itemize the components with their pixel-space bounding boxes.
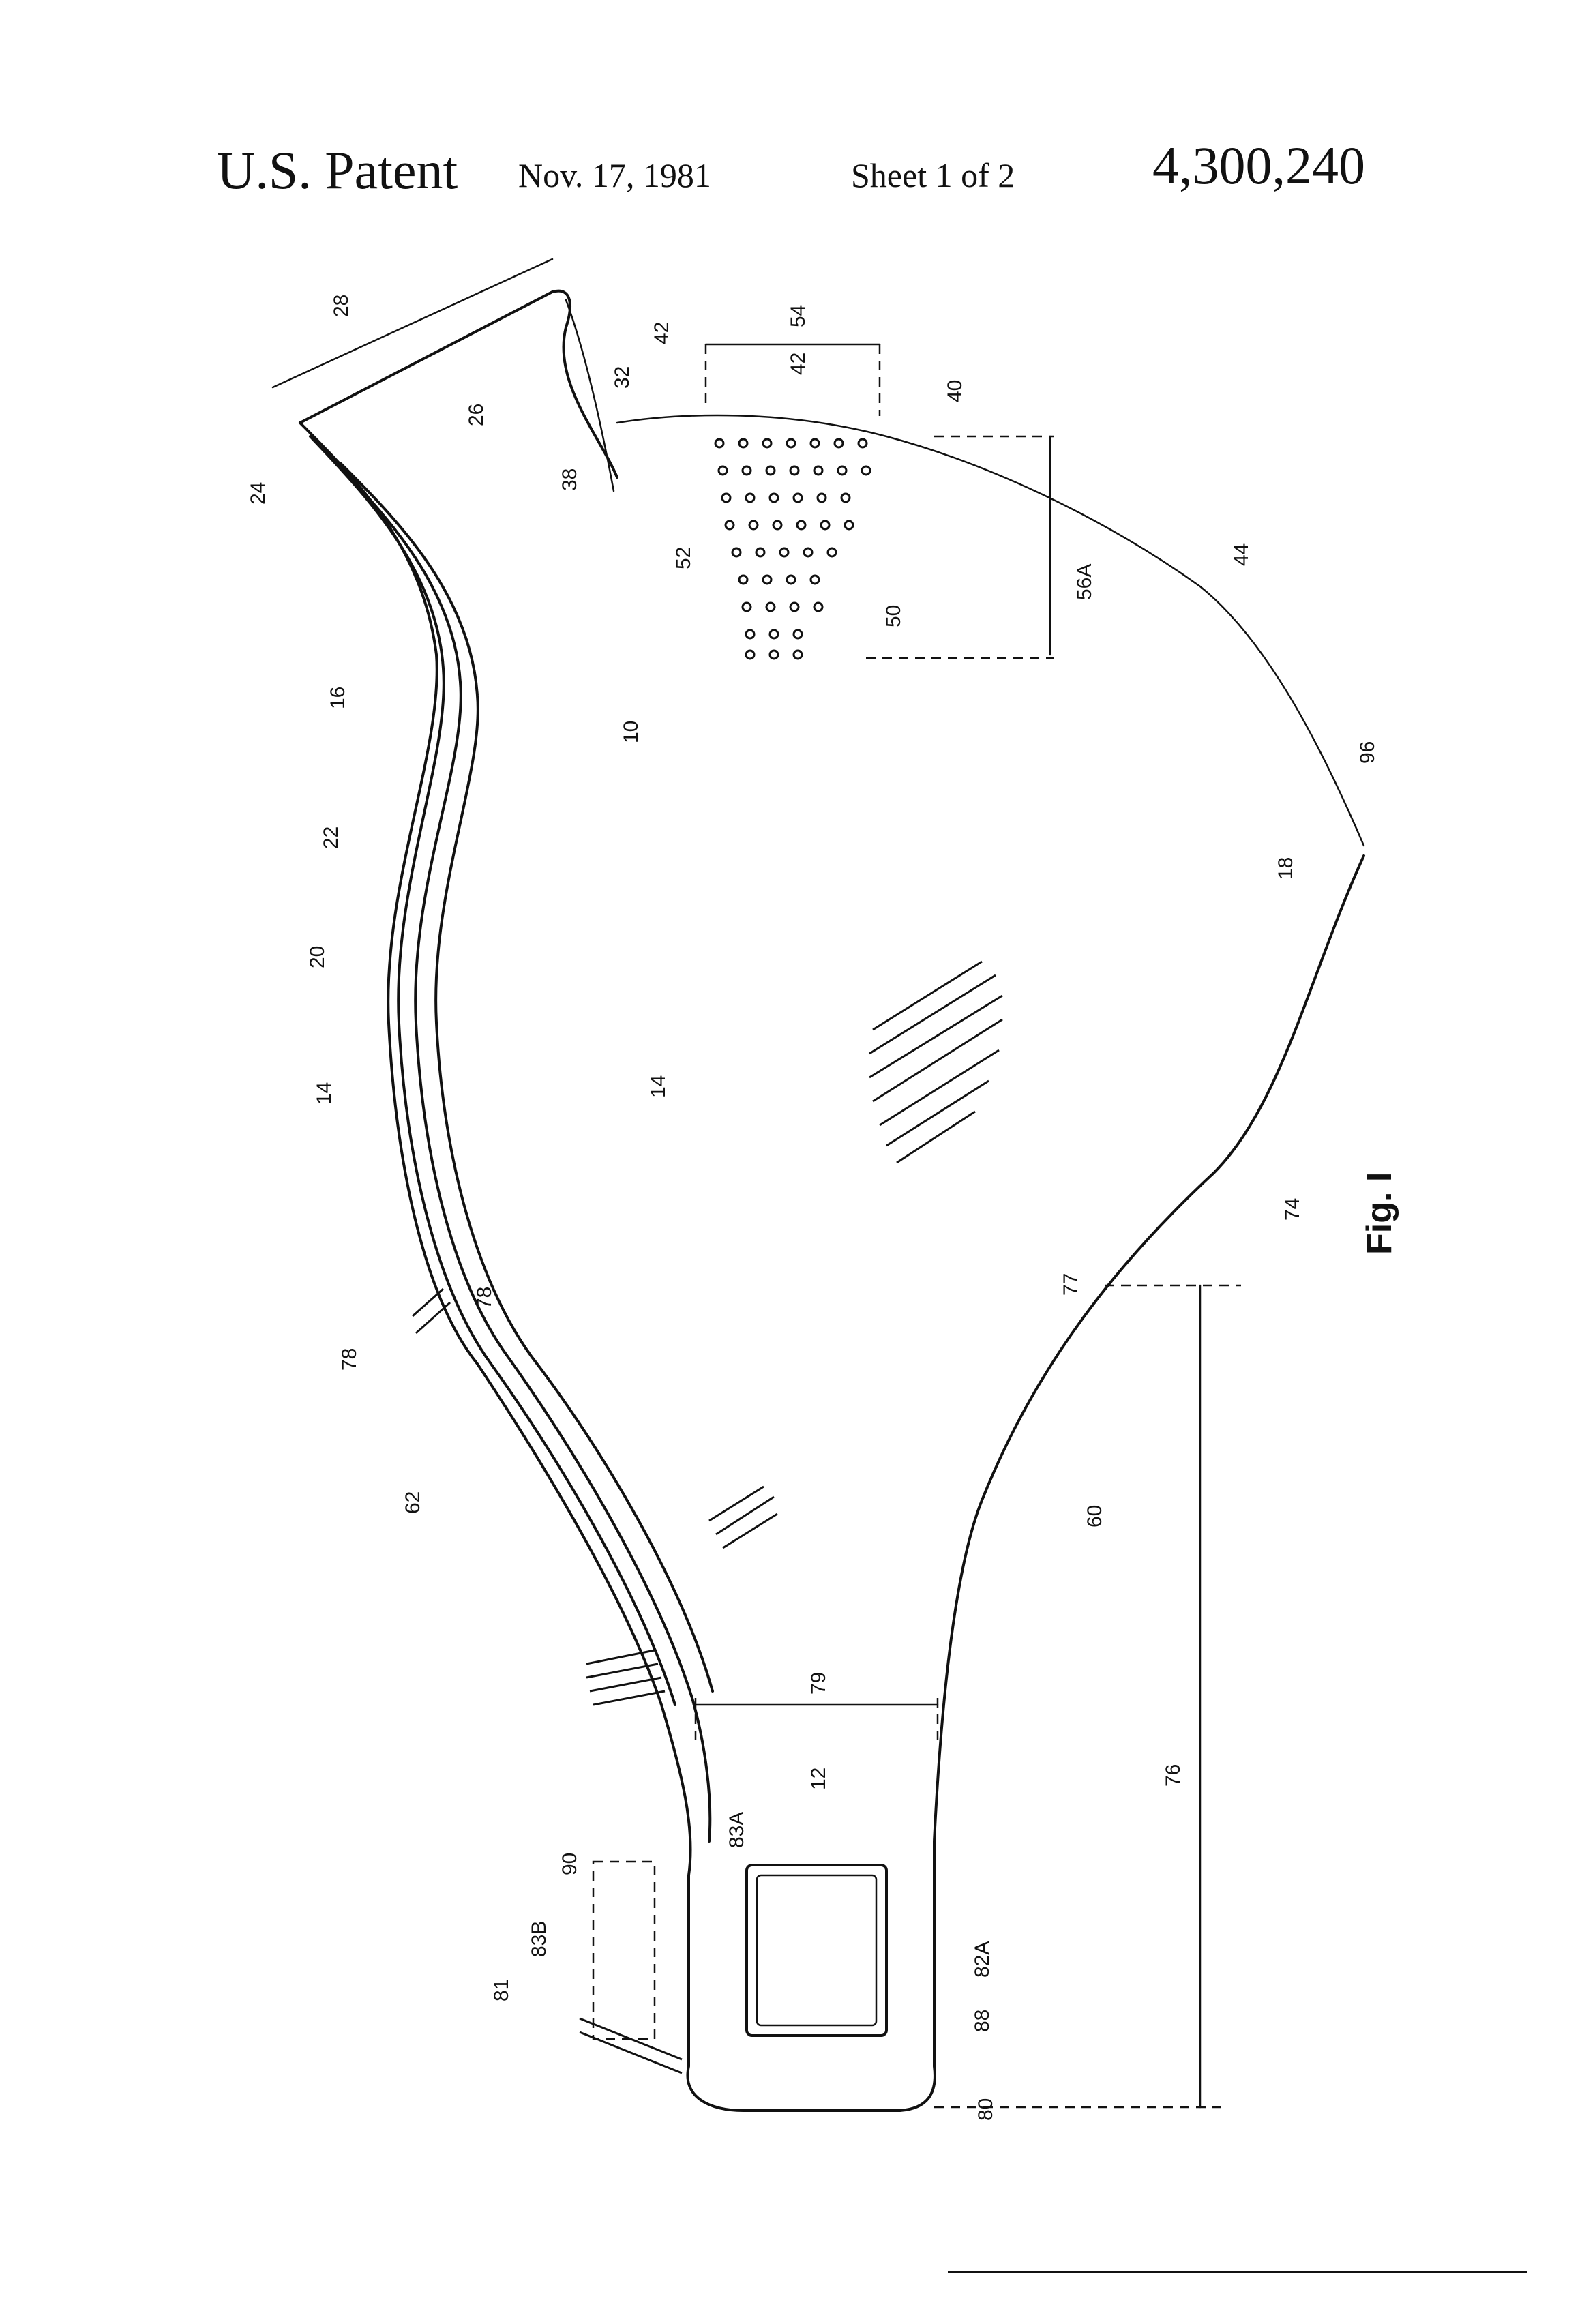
elastic-band-inner xyxy=(323,449,712,1843)
ref-62: 62 xyxy=(402,1491,424,1514)
ref-60: 60 xyxy=(1084,1505,1106,1528)
ref-38: 38 xyxy=(558,468,581,491)
serrated-edge xyxy=(616,414,1365,847)
ref-42b: 42 xyxy=(787,353,809,375)
hatch-band xyxy=(412,1287,683,2074)
ref-56a: 56A xyxy=(1073,564,1096,600)
ref-76: 76 xyxy=(1162,1764,1184,1787)
ref-18: 18 xyxy=(1274,857,1297,880)
patent-date: Nov. 17, 1981 xyxy=(518,156,711,194)
ref-26: 26 xyxy=(465,404,488,426)
diaper-outline xyxy=(299,421,1365,2112)
ref-52: 52 xyxy=(672,547,695,569)
dim-28 xyxy=(271,258,554,389)
hatch-center xyxy=(869,960,1003,1164)
ref-74: 74 xyxy=(1281,1198,1304,1221)
ref-32: 32 xyxy=(611,366,633,389)
ref-79: 79 xyxy=(807,1672,830,1695)
flap-edge xyxy=(565,299,615,492)
fastener-tab-inner xyxy=(756,1874,878,2027)
ref-96: 96 xyxy=(1356,741,1379,764)
ref-83b: 83B xyxy=(528,1921,550,1957)
ref-88: 88 xyxy=(971,2010,994,2032)
ref-82a: 82A xyxy=(971,1941,994,1978)
ref-40: 40 xyxy=(944,380,966,402)
ref-90: 90 xyxy=(558,1853,581,1875)
ref-10: 10 xyxy=(620,721,642,743)
patent-title: U.S. Patent xyxy=(217,140,458,200)
ref-14a: 14 xyxy=(313,1082,335,1105)
tape-tab-90 xyxy=(592,1860,656,2040)
ref-78b: 78 xyxy=(473,1287,496,1309)
perforation-pattern xyxy=(714,438,871,660)
patent-number: 4,300,240 xyxy=(1152,136,1365,195)
hatch-lower xyxy=(708,1485,778,1549)
ref-78a: 78 xyxy=(338,1348,361,1371)
ref-12: 12 xyxy=(807,1768,830,1790)
inner-edge xyxy=(340,462,714,1693)
ref-24: 24 xyxy=(247,482,269,505)
ref-22: 22 xyxy=(320,826,342,849)
waist-edge xyxy=(299,289,618,479)
ref-83a: 83A xyxy=(726,1812,748,1848)
fastener-tab xyxy=(745,1864,888,2037)
ref-77: 77 xyxy=(1060,1273,1082,1296)
ref-54: 54 xyxy=(787,305,809,327)
figure-label: Fig. I xyxy=(1360,1172,1399,1255)
ref-80: 80 xyxy=(974,2098,997,2121)
ref-42a: 42 xyxy=(651,322,673,344)
ref-20: 20 xyxy=(306,946,329,968)
ref-44: 44 xyxy=(1230,543,1253,566)
elastic-band-outer xyxy=(309,435,676,1706)
ref-50: 50 xyxy=(882,605,905,627)
sheet-number: Sheet 1 of 2 xyxy=(851,156,1015,194)
footer-rule xyxy=(948,2271,1527,2273)
ref-81: 81 xyxy=(490,1979,513,2001)
ref-16: 16 xyxy=(327,687,349,709)
ref-14b: 14 xyxy=(647,1075,670,1098)
ref-28: 28 xyxy=(330,295,353,317)
